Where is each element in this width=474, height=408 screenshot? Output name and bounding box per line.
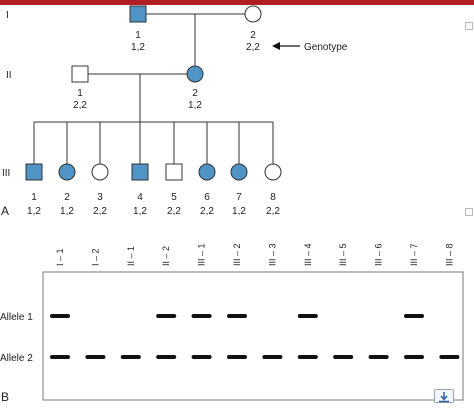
individual-iii-6 bbox=[198, 163, 216, 181]
band-allele-2 bbox=[404, 355, 424, 359]
lane-label: I – 2 bbox=[90, 248, 100, 266]
genotype-label: 1,2 bbox=[131, 42, 145, 53]
lane-label: III – 5 bbox=[338, 243, 348, 266]
band-allele-1 bbox=[156, 314, 177, 318]
individual-number: 8 bbox=[270, 192, 276, 203]
top-accent-bar bbox=[0, 0, 474, 5]
genotype-label: 2,2 bbox=[200, 206, 214, 217]
band-allele-1 bbox=[50, 314, 70, 318]
genotype-label: 1,2 bbox=[232, 206, 246, 217]
individual-number: 6 bbox=[204, 192, 210, 203]
individual-number: 2 bbox=[250, 30, 256, 41]
gel-frame bbox=[42, 271, 464, 401]
individual-number: 2 bbox=[192, 88, 198, 99]
individual-number: 4 bbox=[137, 192, 143, 203]
lane-label: III – 1 bbox=[197, 243, 207, 266]
genotype-label: 2,2 bbox=[246, 42, 260, 53]
band-allele-2 bbox=[156, 355, 177, 359]
download-icon bbox=[439, 392, 449, 403]
genotype-label: 1,2 bbox=[60, 206, 74, 217]
individual-ii-1 bbox=[71, 65, 89, 83]
lane-label: III – 7 bbox=[409, 243, 419, 266]
download-button[interactable] bbox=[434, 389, 454, 403]
individual-i-1 bbox=[129, 5, 147, 23]
individual-number: 3 bbox=[97, 192, 103, 203]
individual-ii-2 bbox=[186, 65, 204, 83]
genotype-label: 1,2 bbox=[188, 100, 202, 111]
individual-iii-3 bbox=[91, 163, 109, 181]
panel-label-a: A bbox=[1, 204, 9, 218]
allele-label-1: Allele 1 bbox=[0, 312, 33, 323]
lane-label: III – 2 bbox=[232, 243, 242, 266]
band-allele-2 bbox=[191, 355, 212, 359]
individual-iii-5 bbox=[165, 163, 183, 181]
individual-iii-1 bbox=[25, 163, 43, 181]
resize-handle-top[interactable] bbox=[465, 22, 473, 30]
band-allele-2 bbox=[85, 355, 106, 359]
band-allele-1 bbox=[297, 314, 318, 318]
band-allele-2 bbox=[262, 355, 283, 359]
resize-handle-middle[interactable] bbox=[465, 208, 473, 216]
generation-label-ii: II bbox=[6, 70, 12, 81]
individual-number: 7 bbox=[236, 192, 242, 203]
generation-label-i: I bbox=[6, 10, 9, 21]
band-allele-2 bbox=[227, 355, 247, 359]
genotype-label: 2,2 bbox=[266, 206, 280, 217]
lane-label: I – 1 bbox=[55, 248, 65, 266]
allele-label-2: Allele 2 bbox=[0, 353, 33, 364]
lane-label: III – 4 bbox=[303, 243, 313, 266]
band-allele-2 bbox=[439, 355, 460, 359]
individual-number: 1 bbox=[77, 88, 83, 99]
generation-label-iii: III bbox=[2, 168, 10, 179]
band-allele-1 bbox=[191, 314, 212, 318]
genotype-callout: Genotype bbox=[304, 42, 348, 53]
band-allele-1 bbox=[404, 314, 424, 318]
genotype-arrow-head bbox=[272, 42, 280, 50]
band-allele-1 bbox=[227, 314, 247, 318]
individual-number: 5 bbox=[171, 192, 177, 203]
genotype-label: 1,2 bbox=[27, 206, 41, 217]
lane-label: II – 2 bbox=[161, 246, 171, 266]
band-allele-2 bbox=[333, 355, 354, 359]
genotype-label: 2,2 bbox=[167, 206, 181, 217]
band-allele-2 bbox=[120, 355, 141, 359]
genotype-label: 2,2 bbox=[93, 206, 107, 217]
band-allele-2 bbox=[297, 355, 318, 359]
individual-iii-7 bbox=[230, 163, 248, 181]
lane-label: II – 1 bbox=[126, 246, 136, 266]
genotype-label: 2,2 bbox=[73, 100, 87, 111]
individual-number: 2 bbox=[64, 192, 70, 203]
individual-i-2 bbox=[244, 5, 262, 23]
lane-label: III – 8 bbox=[444, 243, 454, 266]
individual-number: 1 bbox=[135, 30, 141, 41]
genotype-label: 1,2 bbox=[133, 206, 147, 217]
individual-iii-4 bbox=[131, 163, 149, 181]
band-allele-2 bbox=[50, 355, 70, 359]
lane-label: III – 6 bbox=[374, 243, 384, 266]
individual-number: 1 bbox=[31, 192, 37, 203]
lane-label: III – 3 bbox=[267, 243, 277, 266]
individual-iii-2 bbox=[58, 163, 76, 181]
individual-iii-8 bbox=[264, 163, 282, 181]
panel-label-b: B bbox=[1, 390, 9, 404]
band-allele-2 bbox=[368, 355, 389, 359]
